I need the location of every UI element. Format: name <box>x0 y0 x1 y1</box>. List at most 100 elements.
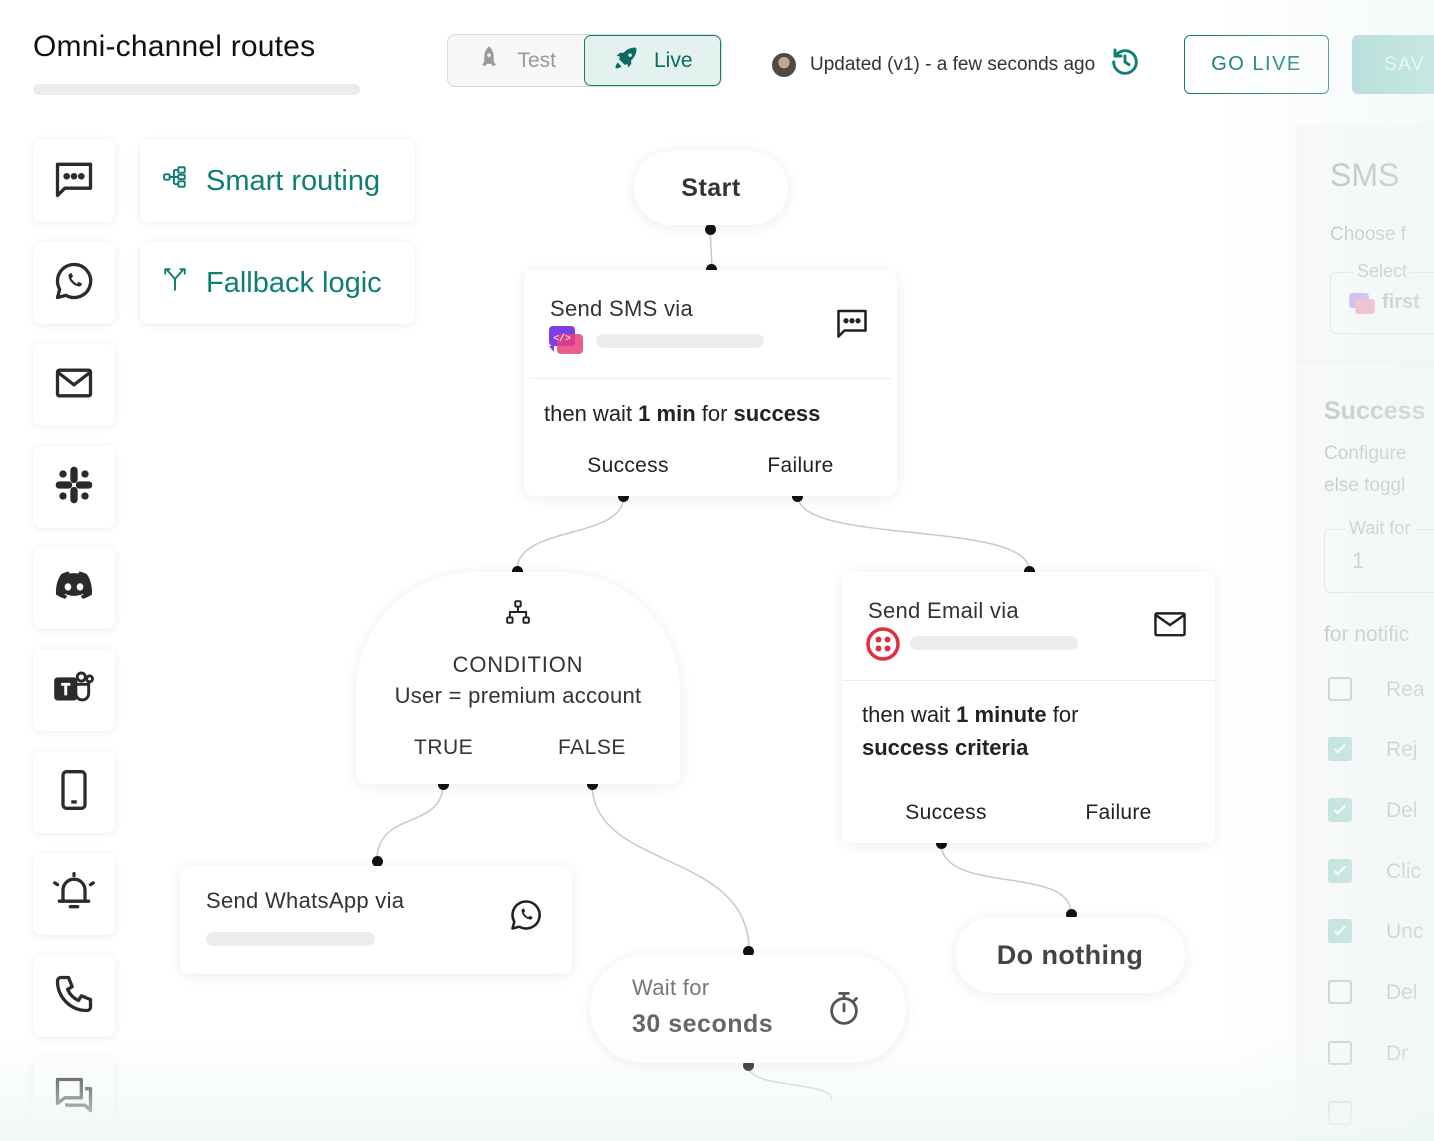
email-outlets: Success Failure <box>856 801 1201 825</box>
sms-node[interactable]: Send SMS via </> then wait 1 min for suc… <box>524 270 897 496</box>
wait-node-duration: 30 seconds <box>632 1010 774 1038</box>
whatsapp-node[interactable]: Send WhatsApp via <box>180 866 572 974</box>
teams-icon <box>52 666 96 715</box>
condition-inlet-dot[interactable] <box>512 566 523 577</box>
whatsapp-inlet-dot[interactable] <box>372 856 383 867</box>
history-icon[interactable] <box>1109 46 1141 84</box>
option-row-1[interactable] <box>1328 737 1352 761</box>
checkbox-checked[interactable] <box>1328 737 1352 761</box>
sms-icon <box>834 305 870 346</box>
email-inlet-dot[interactable] <box>1024 566 1035 577</box>
start-outlet-dot[interactable] <box>705 224 716 235</box>
check-icon <box>1333 925 1347 936</box>
condition-heading: CONDITION <box>452 652 584 677</box>
title-placeholder-bar <box>33 84 360 95</box>
wait-for-value: 1 <box>1352 548 1365 573</box>
do-nothing-inlet-dot[interactable] <box>1066 909 1077 920</box>
option-row-0[interactable] <box>1328 677 1352 701</box>
checkbox-checked[interactable] <box>1328 859 1352 883</box>
sidebar-channel-alarm[interactable] <box>33 853 115 935</box>
option-row-5[interactable] <box>1328 980 1352 1004</box>
email-success-outlet[interactable]: Success <box>905 801 987 824</box>
mobile-push-icon <box>52 768 96 817</box>
live-mode-label: Live <box>653 48 693 72</box>
condition-node[interactable]: CONDITION User = premium account TRUE FA… <box>356 572 680 784</box>
sms-icon <box>52 157 96 206</box>
page-title: Omni-channel routes <box>33 30 316 63</box>
provider-code-icon: </> <box>549 326 583 363</box>
sidebar-channel-mobile-push[interactable] <box>33 751 115 833</box>
fallback-icon <box>162 266 188 300</box>
condition-true-outlet[interactable]: TRUE <box>414 736 474 759</box>
mode-toggle[interactable]: Test Live <box>447 34 722 87</box>
sidebar-channel-whatsapp[interactable] <box>33 242 115 324</box>
sidebar-channel-discord[interactable] <box>33 547 115 629</box>
do-nothing-node[interactable]: Do nothing <box>955 917 1185 993</box>
live-mode-button[interactable]: Live <box>583 35 721 86</box>
panel-title: SMS <box>1330 157 1400 193</box>
test-mode-button[interactable]: Test <box>448 35 584 86</box>
condition-expression: User = premium account <box>394 683 642 708</box>
sms-success-outlet[interactable]: Success <box>587 454 669 477</box>
sms-wait-text: then wait 1 min for success <box>544 401 821 426</box>
whatsapp-node-title: Send WhatsApp via <box>206 888 405 913</box>
sidebar-channel-teams[interactable] <box>33 649 115 731</box>
wait-node[interactable]: Wait for 30 seconds <box>590 955 906 1063</box>
checkbox[interactable] <box>1328 980 1352 1004</box>
option-label: Dr <box>1386 1042 1409 1065</box>
sms-success-dot[interactable] <box>618 491 629 502</box>
condition-true-dot[interactable] <box>438 779 449 790</box>
checkbox-checked[interactable] <box>1328 919 1352 943</box>
option-row-4[interactable] <box>1328 919 1352 943</box>
updated-text: Updated (v1) - a few seconds ago <box>810 54 1096 75</box>
option-row-2[interactable] <box>1328 798 1352 822</box>
stopwatch-icon <box>826 989 862 1032</box>
sms-failure-outlet[interactable]: Failure <box>767 454 834 477</box>
update-status: Updated (v1) - a few seconds ago <box>772 46 1141 84</box>
sidebar-channel-email[interactable] <box>33 344 115 426</box>
sidebar-channel-slack[interactable] <box>33 446 115 528</box>
option-row-7[interactable] <box>1328 1101 1352 1125</box>
option-row-6[interactable] <box>1328 1041 1352 1065</box>
whatsapp-icon <box>52 259 96 308</box>
avatar <box>772 53 796 77</box>
option-label: Rea <box>1386 678 1425 701</box>
provider-select-value: first <box>1382 291 1420 313</box>
option-label: Del <box>1386 981 1418 1004</box>
panel-section-title: Success <box>1324 397 1426 425</box>
sidebar-channel-sms[interactable] <box>33 140 115 222</box>
hierarchy-icon <box>505 598 531 631</box>
checkbox[interactable] <box>1328 677 1352 701</box>
checkbox[interactable] <box>1328 1041 1352 1065</box>
fallback-logic-card[interactable]: Fallback logic <box>140 242 415 324</box>
whatsapp-icon <box>508 897 544 938</box>
option-label: Clic <box>1386 860 1421 883</box>
provider-code-icon <box>1349 293 1375 322</box>
sms-inlet-dot[interactable] <box>706 264 717 275</box>
rocket-launch-icon <box>612 44 640 78</box>
checkbox[interactable] <box>1328 1101 1352 1125</box>
panel-notification-text: for notific <box>1324 623 1410 646</box>
sms-failure-dot[interactable] <box>792 491 803 502</box>
smart-routing-card[interactable]: Smart routing <box>140 140 415 222</box>
condition-false-outlet[interactable]: FALSE <box>558 736 626 759</box>
email-success-dot[interactable] <box>936 838 947 849</box>
discord-icon <box>52 564 96 613</box>
start-label: Start <box>681 173 741 202</box>
slack-icon <box>52 463 96 512</box>
config-panel: SMS Choose f Select first Success Config… <box>1297 125 1434 1141</box>
sidebar-channel-phone[interactable] <box>33 955 115 1037</box>
wait-inlet-dot[interactable] <box>743 946 754 957</box>
option-label: Del <box>1386 799 1418 822</box>
do-nothing-label: Do nothing <box>996 939 1144 970</box>
checkbox-checked[interactable] <box>1328 798 1352 822</box>
option-row-3[interactable] <box>1328 859 1352 883</box>
sms-outlets: Success Failure <box>538 454 883 478</box>
panel-choose-text: Choose f <box>1330 224 1407 245</box>
condition-false-dot[interactable] <box>587 779 598 790</box>
start-node[interactable]: Start <box>634 151 788 225</box>
email-failure-outlet[interactable]: Failure <box>1085 801 1152 824</box>
